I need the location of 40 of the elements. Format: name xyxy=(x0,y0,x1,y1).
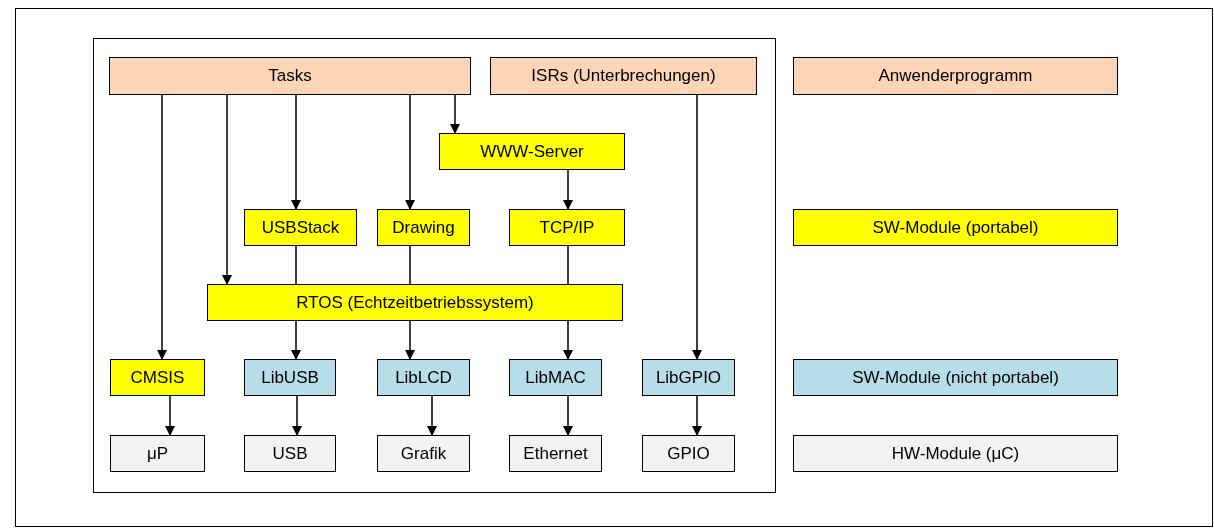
connector-line xyxy=(567,245,569,285)
arrow xyxy=(157,94,167,360)
module-box: LibGPIO xyxy=(642,359,735,396)
connector-line xyxy=(409,245,411,285)
module-box: Drawing xyxy=(377,209,470,246)
module-box: WWW-Server xyxy=(439,133,625,170)
connector-line xyxy=(295,245,297,285)
module-box: GPIO xyxy=(642,435,735,472)
arrow xyxy=(222,94,232,285)
module-box: LibLCD xyxy=(377,359,470,396)
arrow xyxy=(450,94,460,134)
module-box: SW-Module (nicht portabel) xyxy=(793,359,1118,396)
module-box: TCP/IP xyxy=(509,209,625,246)
module-box: CMSIS xyxy=(110,359,205,396)
module-box: SW-Module (portabel) xyxy=(793,209,1118,246)
frame-box xyxy=(93,38,776,493)
arrow xyxy=(692,94,702,360)
module-box: HW-Module (μC) xyxy=(793,435,1118,472)
arrow xyxy=(405,94,415,210)
arrow xyxy=(563,395,573,436)
arrow xyxy=(405,320,415,360)
module-box: RTOS (Echtzeitbetriebssystem) xyxy=(207,284,623,321)
module-box: Grafik xyxy=(377,435,470,472)
arrow xyxy=(291,94,301,210)
module-box: LibMAC xyxy=(509,359,602,396)
module-box: Anwenderprogramm xyxy=(793,57,1118,95)
module-box: ISRs (Unterbrechungen) xyxy=(490,57,757,95)
arrow xyxy=(165,395,175,436)
arrow xyxy=(563,169,573,210)
module-box: Ethernet xyxy=(509,435,602,472)
arrow xyxy=(292,395,302,436)
module-box: LibUSB xyxy=(244,359,336,396)
module-box: μP xyxy=(110,435,205,472)
arrow xyxy=(427,395,437,436)
module-box: USB xyxy=(244,435,336,472)
arrow xyxy=(692,395,702,436)
module-box: USBStack xyxy=(244,209,357,246)
arrow xyxy=(291,320,301,360)
module-box: Tasks xyxy=(109,57,471,95)
arrow xyxy=(563,320,573,360)
